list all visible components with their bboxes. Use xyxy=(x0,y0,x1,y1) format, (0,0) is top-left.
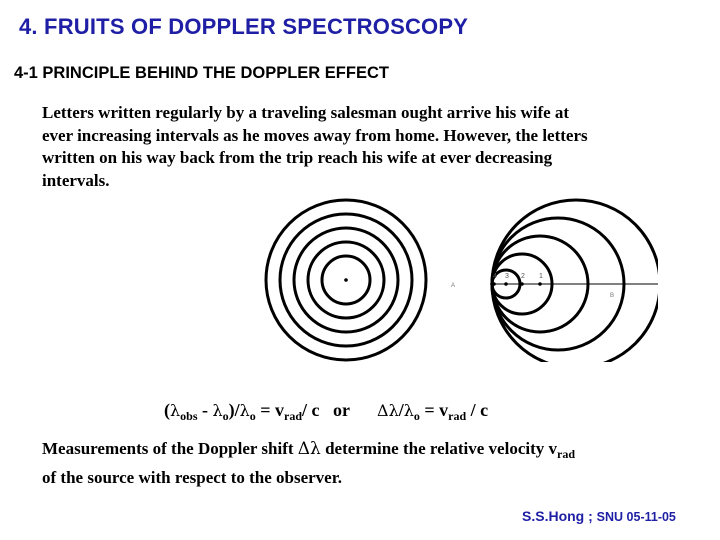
formula-subscript: o xyxy=(249,409,256,423)
moving-source-circles xyxy=(490,198,662,370)
doppler-figure: 4 3 2 1 A B xyxy=(258,190,662,370)
wavefront-circle xyxy=(490,198,662,370)
paragraph-line: intervals. xyxy=(42,170,110,190)
formula-part: ( xyxy=(164,400,170,420)
left-marker: A xyxy=(451,283,455,289)
formula-subscript: o xyxy=(413,409,420,423)
position-label: 2 xyxy=(521,273,525,280)
formula-subscript: o xyxy=(222,409,229,423)
formula-part: = v xyxy=(255,400,285,420)
source-position-dot xyxy=(504,282,508,286)
formula-subscript: rad xyxy=(448,409,467,423)
lambda-symbol: λ xyxy=(170,401,181,420)
page-title: 4. FRUITS OF DOPPLER SPECTROSCOPY xyxy=(19,14,469,39)
formula-part: / c xyxy=(466,400,489,420)
source-position-dot xyxy=(520,282,524,286)
footer-date: SNU 05-11-05 xyxy=(596,510,676,524)
paragraph-line: ever increasing intervals as he moves aw… xyxy=(42,125,588,145)
position-label: 4 xyxy=(493,273,497,280)
formula-part: / xyxy=(398,400,404,420)
wavefront-circle xyxy=(292,226,400,334)
lambda-symbol: λ xyxy=(239,401,250,420)
intro-paragraph: Letters written regularly by a traveling… xyxy=(42,102,702,192)
delta-lambda-symbol: Δλ xyxy=(377,401,399,420)
formula-or: or xyxy=(333,400,351,420)
formula-part: = v xyxy=(419,400,449,420)
source-position-dot xyxy=(492,282,496,286)
lambda-symbol: λ xyxy=(403,401,414,420)
footer-author: S.S.Hong ; xyxy=(522,508,593,524)
measurement-subscript: rad xyxy=(557,447,576,461)
stationary-source-circles xyxy=(264,198,428,362)
measurement-part: Measurements of the Doppler shift xyxy=(42,439,298,458)
formula-part: - xyxy=(197,400,213,420)
right-marker: B xyxy=(610,293,614,299)
formula-subscript: obs xyxy=(180,409,198,423)
doppler-formula: (λobs - λo)/λo = vrad/ c or Δλ/λo = vrad… xyxy=(164,400,488,424)
delta-lambda-symbol: Δλ xyxy=(297,439,321,459)
stationary-source-dot xyxy=(344,278,348,282)
position-label: 1 xyxy=(539,273,543,280)
position-label: 3 xyxy=(505,273,509,280)
paragraph-line: Letters written regularly by a traveling… xyxy=(42,103,570,122)
lambda-symbol: λ xyxy=(212,401,223,420)
measurement-line-1: Measurements of the Doppler shift Δλ det… xyxy=(42,437,702,466)
formula-part: )/ xyxy=(228,400,240,420)
formula-subscript: rad xyxy=(284,409,303,423)
measurement-part: determine the relative velocity v xyxy=(320,439,558,458)
measurement-line-2: of the source with respect to the observ… xyxy=(42,468,342,487)
paragraph-line: written on his way back from the trip re… xyxy=(42,148,553,167)
wavefront-circle xyxy=(264,198,428,362)
source-position-dot xyxy=(538,282,542,286)
doppler-figure-svg: 4 3 2 1 A B xyxy=(264,198,662,370)
footer-credit: S.S.Hong ; SNU 05-11-05 xyxy=(522,508,676,524)
section-subtitle: 4-1 PRINCIPLE BEHIND THE DOPPLER EFFECT xyxy=(14,64,389,82)
wavefront-circle xyxy=(320,254,372,306)
formula-part: / c xyxy=(302,400,320,420)
measurement-text: Measurements of the Doppler shift Δλ det… xyxy=(42,437,702,489)
source-positions xyxy=(492,282,542,286)
wavefront-circle xyxy=(306,240,386,320)
wavefront-circle xyxy=(278,212,414,348)
